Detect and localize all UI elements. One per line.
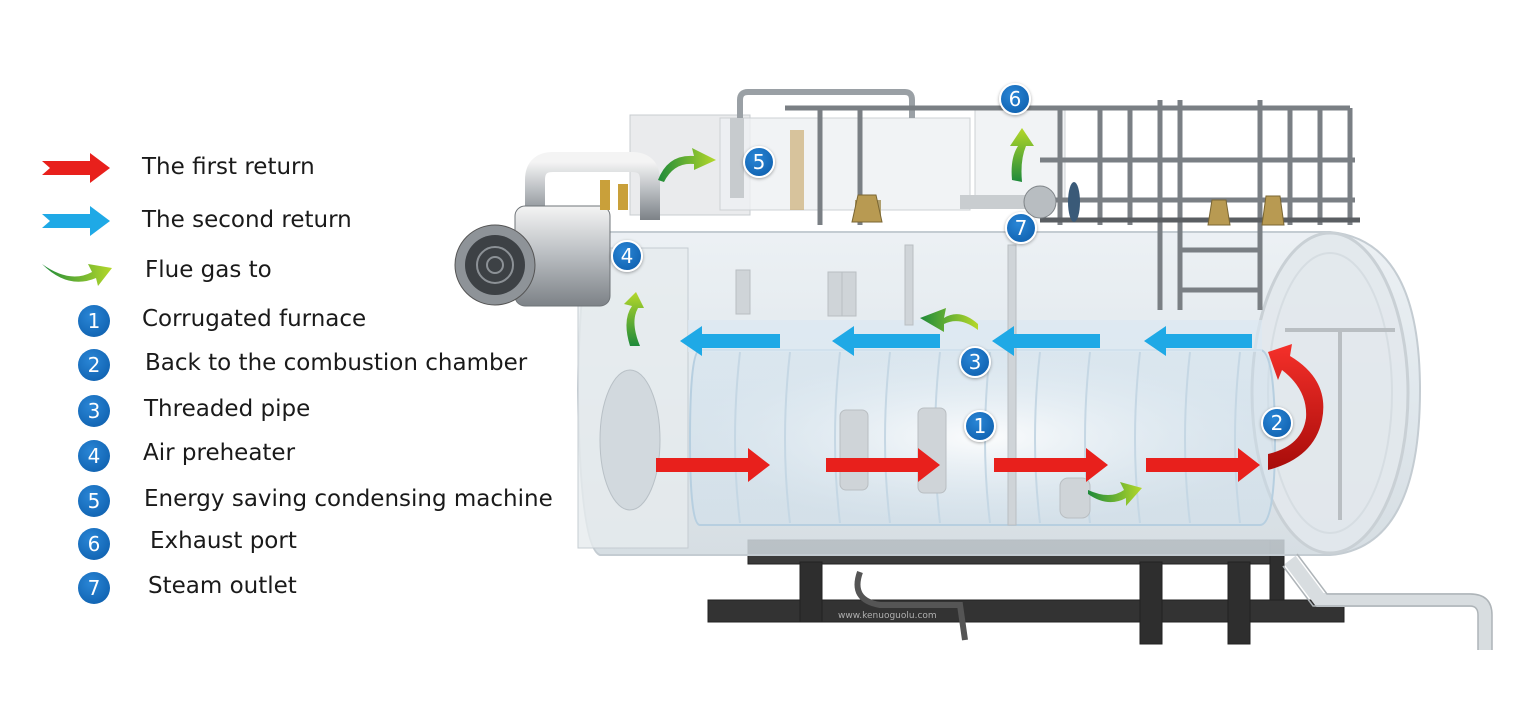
legend-item-3-label: Threaded pipe [144, 396, 311, 422]
blue-flow-arrow [832, 326, 940, 356]
steam-outlet-valve [960, 182, 1080, 222]
blue-flow-arrow [680, 326, 780, 356]
legend-second-return-label: The second return [142, 207, 352, 233]
legend-badge-3: 3 [78, 395, 110, 427]
green-flow-arrow [1010, 128, 1034, 182]
top-railing [785, 100, 1360, 310]
legend-item-1-label: Corrugated furnace [142, 306, 367, 332]
diagram-badge-4: 4 [611, 240, 643, 272]
red-flow-arrow [826, 448, 940, 482]
flue-gas-arrows [624, 128, 1142, 506]
legend-badge-7: 7 [78, 572, 110, 604]
legend-badge-2: 2 [78, 349, 110, 381]
red-flow-arrow [656, 448, 770, 482]
blue-flow-arrow [992, 326, 1100, 356]
diagram-badge-5: 5 [743, 146, 775, 178]
exit-piping [1284, 555, 1492, 650]
legend-item-4-label: Air preheater [143, 440, 296, 466]
legend-flue-gas-label: Flue gas to [145, 257, 272, 283]
first-return-arrows [656, 448, 1260, 482]
green-flow-arrow [1088, 482, 1142, 506]
condenser-housing [629, 89, 1066, 222]
legend-badge-4: 4 [78, 440, 110, 472]
green-flow-arrow [658, 148, 716, 182]
exit-piping-outline [1282, 553, 1493, 650]
legend-first-return-label: The first return [142, 154, 315, 180]
legend-item-5-label: Energy saving condensing machine [144, 486, 553, 512]
red-flow-arrow [994, 448, 1108, 482]
diagram-badge-2: 2 [1261, 407, 1293, 439]
green-curved-arrow-icon [42, 264, 112, 286]
legend-badge-5: 5 [78, 485, 110, 517]
red-arrow-icon [42, 153, 110, 183]
burner [454, 152, 660, 307]
safety-valves [851, 194, 1285, 226]
legend-item-2-label: Back to the combustion chamber [145, 350, 528, 376]
blue-flow-arrow [1144, 326, 1252, 356]
watermark-url: www.kenuoguolu.com [838, 611, 937, 621]
second-return-arrows [680, 326, 1252, 356]
legend-badge-1: 1 [78, 305, 110, 337]
green-flow-arrow [920, 308, 978, 332]
combustion-chamber-curve-arrow [1268, 344, 1324, 470]
diagram-badge-3: 3 [959, 346, 991, 378]
diagram-badge-7: 7 [1005, 212, 1037, 244]
diagram-badge-1: 1 [964, 410, 996, 442]
red-flow-arrow [1146, 448, 1260, 482]
right-gauge-pipe [1285, 328, 1395, 520]
blue-arrow-icon [42, 206, 110, 236]
diagram-badge-6: 6 [999, 83, 1031, 115]
legend-badge-6: 6 [78, 528, 110, 560]
legend-item-6-label: Exhaust port [150, 528, 297, 554]
legend-item-7-label: Steam outlet [148, 573, 297, 599]
green-flow-arrow [624, 292, 644, 346]
